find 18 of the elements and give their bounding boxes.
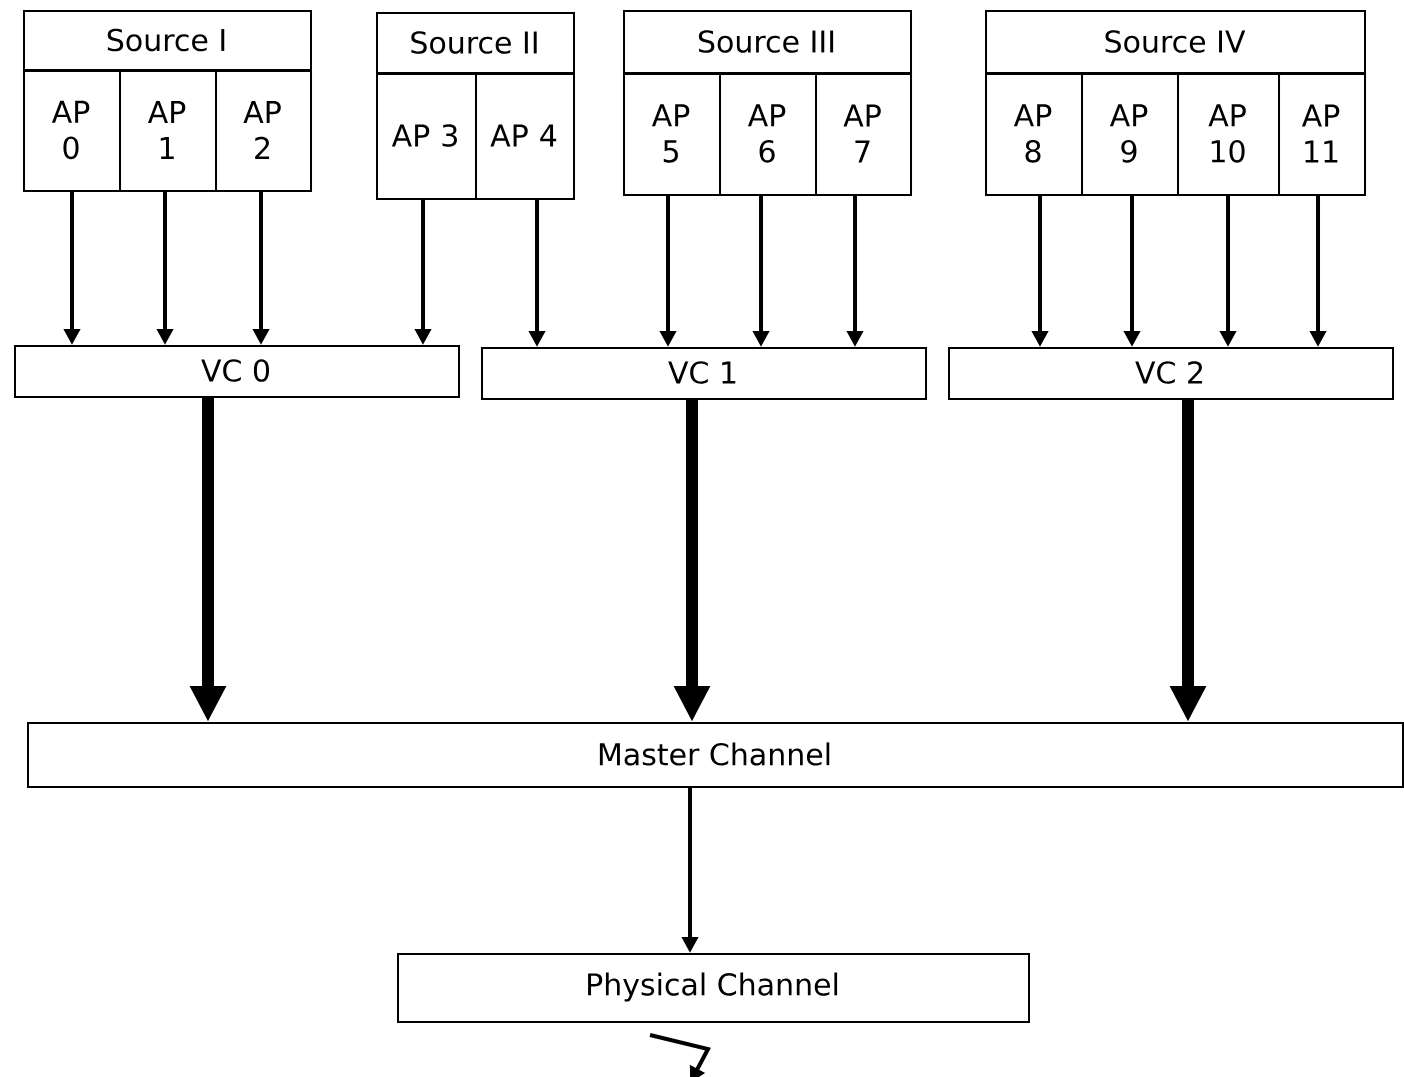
ap-cell: AP 11: [1278, 73, 1366, 196]
channel-box: VC 0: [14, 345, 460, 398]
channel-box: VC 1: [481, 347, 927, 400]
channel-box: VC 2: [948, 347, 1394, 400]
ap-cell: AP 6: [719, 73, 817, 196]
ap-cell: AP 7: [815, 73, 912, 196]
zigzag-arrow: [649, 1033, 711, 1077]
channel-box: Master Channel: [27, 722, 1404, 788]
ap-cell: AP 4: [475, 73, 575, 200]
ap-cell: AP 5: [623, 73, 721, 196]
ap-cell: AP 9: [1081, 73, 1179, 196]
ap-cell: AP 8: [985, 73, 1083, 196]
ap-cell: AP 0: [23, 70, 121, 192]
ap-cell: AP 1: [119, 70, 217, 192]
channel-box: Physical Channel: [397, 953, 1030, 1023]
ap-cell: AP 3: [376, 73, 477, 200]
ap-cell: AP 10: [1177, 73, 1280, 196]
ap-cell: AP 2: [215, 70, 312, 192]
